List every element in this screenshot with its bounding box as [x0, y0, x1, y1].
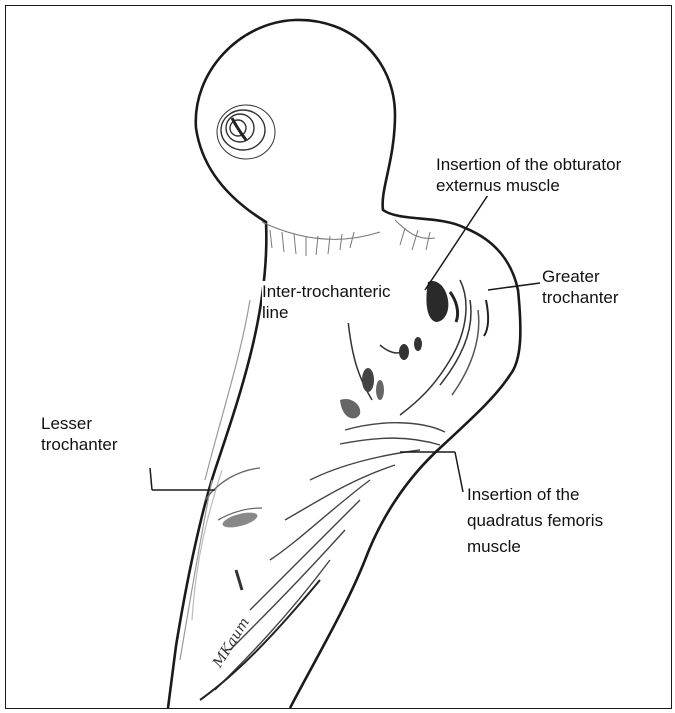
- lesser-trochanter-marks: [205, 468, 262, 590]
- shaft-shading: [180, 300, 250, 660]
- label-lesser-trochanter: Lesser trochanter: [41, 413, 118, 455]
- femur-outline: [168, 20, 520, 708]
- leader-greater: [488, 283, 540, 290]
- label-obturator-line1: Insertion of the obturator: [436, 154, 621, 175]
- label-greater-line2: trochanter: [542, 287, 619, 308]
- neck-shading: [262, 220, 435, 256]
- leader-obturator: [425, 195, 488, 290]
- label-intertrochanteric-line: Inter-trochanteric line: [262, 281, 395, 323]
- leader-lines: [150, 195, 540, 492]
- label-greater-trochanter: Greater trochanter: [542, 266, 619, 308]
- label-quadratus-line2: quadratus femoris: [467, 508, 603, 534]
- leader-lesser: [150, 468, 152, 490]
- quadratus-fibres: [200, 423, 445, 700]
- label-obturator-externus: Insertion of the obturator externus musc…: [436, 154, 621, 196]
- label-lesser-line1: Lesser: [41, 413, 118, 434]
- obturator-insertion-mark: [426, 281, 457, 322]
- label-greater-line1: Greater: [542, 266, 619, 287]
- label-quadratus-line1: Insertion of the: [467, 482, 603, 508]
- fovea-capitis: [217, 105, 275, 159]
- label-intertroch-line1: Inter-trochanteric: [262, 281, 391, 302]
- leader-quadratus-drop: [455, 452, 463, 492]
- label-quadratus-line3: muscle: [467, 534, 603, 560]
- fovea-shadow: [232, 118, 246, 140]
- label-lesser-line2: trochanter: [41, 434, 118, 455]
- label-obturator-line2: externus muscle: [436, 175, 621, 196]
- label-intertroch-line2: line: [262, 302, 391, 323]
- label-quadratus-femoris: Insertion of the quadratus femoris muscl…: [467, 482, 603, 560]
